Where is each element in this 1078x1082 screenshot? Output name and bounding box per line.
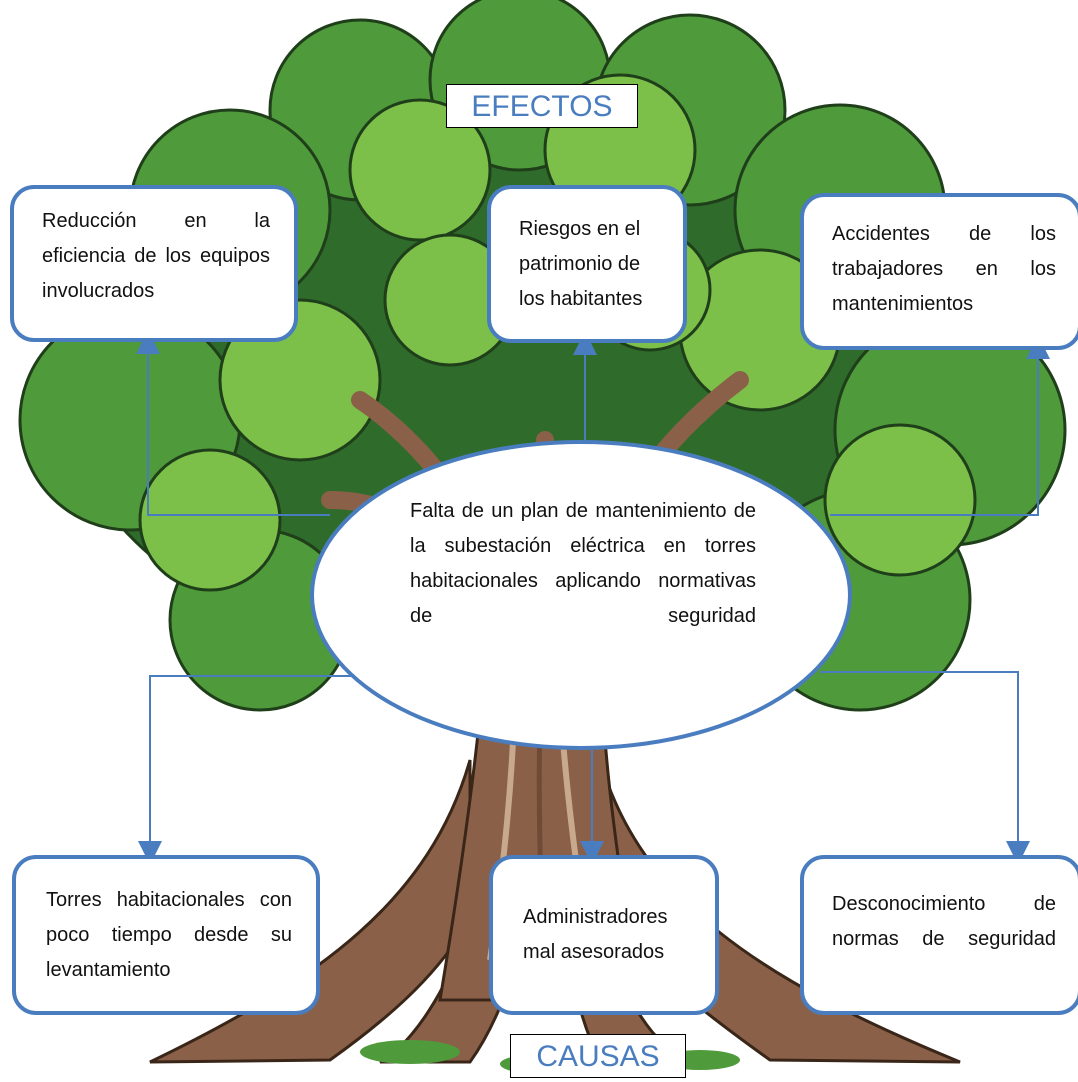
connector-cause-right	[820, 671, 1030, 865]
connector-effect-left	[136, 330, 330, 516]
connector-cause-left	[138, 675, 370, 865]
connector-effect-right	[830, 335, 1050, 516]
cause-box: Administradores mal asesorados	[489, 855, 719, 1015]
effects-label: EFECTOS	[446, 84, 638, 128]
causes-label: CAUSAS	[510, 1034, 686, 1078]
central-problem-ellipse	[310, 440, 852, 750]
central-problem-text: Falta de un plan de mantenimiento de la …	[410, 500, 756, 627]
cause-box: Desconocimiento de normas de seguridad	[800, 855, 1078, 1015]
effect-box: Reducción en la eficiencia de los equipo…	[10, 185, 298, 342]
cause-box: Torres habitacionales con poco tiempo de…	[12, 855, 320, 1015]
effect-box: Accidentes de los trabajadores en los ma…	[800, 193, 1078, 350]
effect-box: Riesgos en el patrimonio de los habitant…	[487, 185, 687, 343]
